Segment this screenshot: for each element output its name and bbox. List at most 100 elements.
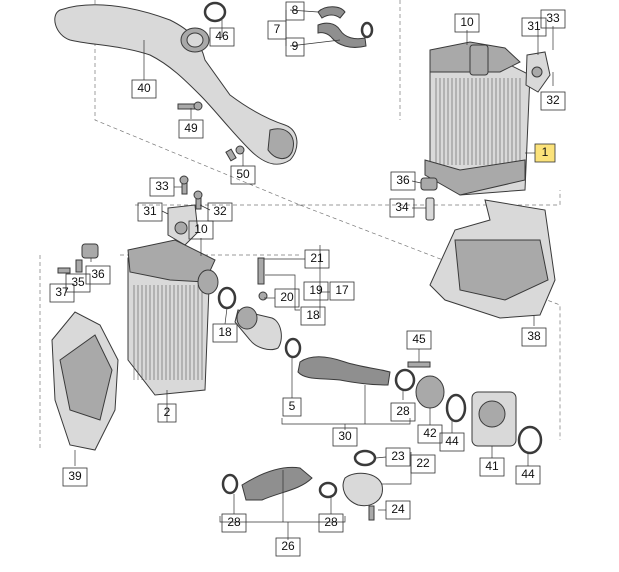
callout-44-mid[interactable]: 44 — [439, 432, 465, 452]
callout-31-left[interactable]: 31 — [137, 202, 163, 222]
svg-text:45: 45 — [412, 332, 426, 346]
callout-19[interactable]: 19 — [303, 281, 329, 301]
callout-39[interactable]: 39 — [62, 467, 88, 487]
hose-30 — [297, 356, 416, 392]
callout-10-top[interactable]: 10 — [454, 13, 480, 33]
callout-31-right[interactable]: 31 — [521, 17, 547, 37]
svg-text:18: 18 — [306, 308, 320, 322]
callout-40[interactable]: 40 — [131, 79, 157, 99]
callout-21[interactable]: 21 — [304, 249, 330, 269]
throttle-body-41 — [471, 391, 543, 455]
svg-text:10: 10 — [460, 15, 474, 29]
bolt-37-35 — [57, 259, 83, 274]
svg-text:23: 23 — [391, 449, 405, 463]
callout-2[interactable]: 2 — [157, 403, 177, 423]
callout-20[interactable]: 20 — [274, 288, 300, 308]
svg-text:37: 37 — [55, 285, 69, 299]
svg-text:28: 28 — [324, 515, 338, 529]
callout-24[interactable]: 24 — [385, 500, 411, 520]
svg-text:35: 35 — [71, 275, 85, 289]
bracket-31-left — [167, 204, 199, 246]
callout-26[interactable]: 26 — [275, 537, 301, 557]
callout-49[interactable]: 49 — [178, 119, 204, 139]
callout-32-right[interactable]: 32 — [540, 91, 566, 111]
callout-33-right[interactable]: 33 — [540, 9, 566, 29]
callout-38[interactable]: 38 — [521, 327, 547, 347]
svg-text:22: 22 — [416, 456, 430, 470]
callout-33-left[interactable]: 33 — [149, 177, 175, 197]
callout-23[interactable]: 23 — [385, 447, 411, 467]
callout-22[interactable]: 22 — [410, 454, 436, 474]
svg-text:36: 36 — [396, 173, 410, 187]
svg-text:21: 21 — [310, 251, 324, 265]
callout-36-right[interactable]: 36 — [390, 171, 416, 191]
callout-8[interactable]: 8 — [285, 1, 305, 21]
svg-text:42: 42 — [423, 426, 437, 440]
callout-18-pipe[interactable]: 18 — [212, 323, 238, 343]
svg-text:31: 31 — [527, 19, 541, 33]
svg-text:34: 34 — [395, 200, 409, 214]
svg-text:49: 49 — [184, 121, 198, 135]
svg-text:50: 50 — [236, 167, 250, 181]
callout-46[interactable]: 46 — [209, 27, 235, 47]
svg-text:19: 19 — [309, 283, 323, 297]
air-guide-38 — [429, 199, 556, 319]
svg-text:7: 7 — [274, 22, 281, 36]
svg-text:38: 38 — [527, 329, 541, 343]
svg-text:33: 33 — [155, 179, 169, 193]
flange-42-45 — [407, 361, 467, 423]
svg-text:46: 46 — [215, 29, 229, 43]
callout-45[interactable]: 45 — [406, 330, 432, 350]
callout-50[interactable]: 50 — [230, 165, 256, 185]
callout-28-right[interactable]: 28 — [318, 513, 344, 533]
callout-32-left[interactable]: 32 — [207, 202, 233, 222]
bolt-49 — [177, 101, 203, 111]
svg-text:30: 30 — [338, 429, 352, 443]
callout-41[interactable]: 41 — [479, 457, 505, 477]
svg-text:33: 33 — [546, 11, 560, 25]
callout-28-left[interactable]: 28 — [221, 513, 247, 533]
callout-35[interactable]: 35 — [65, 273, 91, 293]
callout-37[interactable]: 37 — [49, 283, 75, 303]
callout-28-mid[interactable]: 28 — [390, 402, 416, 422]
svg-text:44: 44 — [521, 467, 535, 481]
svg-text:26: 26 — [281, 539, 295, 553]
callout-34[interactable]: 34 — [389, 198, 415, 218]
charge-pipe-18 — [217, 286, 302, 359]
callout-17[interactable]: 17 — [329, 281, 355, 301]
grommet-36-right — [420, 177, 438, 191]
hose-26 — [221, 466, 338, 501]
air-guide-39 — [51, 311, 119, 451]
svg-text:10: 10 — [194, 222, 208, 236]
svg-text:5: 5 — [289, 399, 296, 413]
svg-text:44: 44 — [445, 434, 459, 448]
callout-10-mid[interactable]: 10 — [188, 220, 214, 240]
callout-18-group[interactable]: 18 — [300, 306, 326, 326]
callout-30[interactable]: 30 — [332, 427, 358, 447]
clamp-46 — [203, 1, 227, 23]
svg-text:39: 39 — [68, 469, 82, 483]
svg-text:2: 2 — [164, 405, 171, 419]
callout-9[interactable]: 9 — [285, 37, 305, 57]
pin-34 — [425, 197, 435, 221]
svg-text:1: 1 — [542, 145, 549, 159]
callout-7[interactable]: 7 — [267, 20, 287, 40]
svg-text:32: 32 — [546, 93, 560, 107]
callout-5[interactable]: 5 — [282, 397, 302, 417]
bolt-50 — [225, 145, 245, 162]
callout-1[interactable]: 1 — [534, 143, 556, 163]
bolts-33-32-left — [179, 175, 203, 210]
charge-air-pipe — [54, 4, 298, 165]
callout-44-right[interactable]: 44 — [515, 465, 541, 485]
svg-text:8: 8 — [292, 3, 299, 17]
svg-text:28: 28 — [396, 404, 410, 418]
callout-42[interactable]: 42 — [417, 424, 443, 444]
svg-text:40: 40 — [137, 81, 151, 95]
intercooler-left — [127, 239, 219, 396]
callout-36-left[interactable]: 36 — [85, 265, 111, 285]
svg-text:41: 41 — [485, 459, 499, 473]
svg-text:17: 17 — [335, 283, 349, 297]
svg-text:24: 24 — [391, 502, 405, 516]
svg-text:32: 32 — [213, 204, 227, 218]
